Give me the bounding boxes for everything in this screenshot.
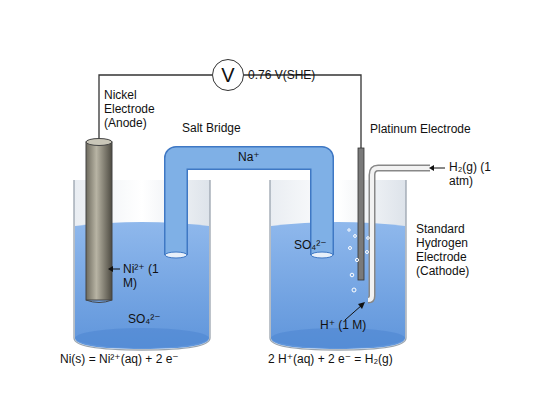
leader (434, 168, 445, 169)
meter-symbol: V (221, 65, 234, 85)
gas-label: H₂(g) (1 atm) (449, 160, 501, 188)
part-name: Nickel Electrode (Anode) (104, 88, 168, 130)
ion-label: SO₄²⁻ (294, 238, 327, 252)
beaker (270, 180, 406, 350)
ion-label: H⁺ (1 M) (320, 318, 366, 332)
ion-label: Ni²⁺ (1 M) (123, 262, 167, 290)
electrode-top (86, 139, 112, 146)
salt-bridge: Salt BridgeNa⁺ (170, 121, 330, 171)
solution (271, 222, 405, 349)
ion-label: Na⁺ (238, 150, 260, 164)
nickel-electrode (86, 142, 112, 300)
ion-label: SO₄²⁻ (128, 312, 161, 326)
arrowhead (429, 165, 434, 171)
part-name: Platinum Electrode (370, 122, 471, 136)
part-name: Salt Bridge (182, 121, 241, 135)
wire (244, 75, 361, 150)
arrowhead (358, 302, 365, 309)
leader (345, 305, 362, 320)
half-reaction: 2 H⁺(aq) + 2 e⁻ = H₂(g) (268, 352, 393, 366)
bridge-end (165, 252, 187, 258)
electrode-bottom (86, 300, 112, 303)
voltmeter-circle: V (212, 59, 244, 91)
bubbles (348, 229, 370, 292)
part-name: Standard Hydrogen Electrode (Cathode) (416, 222, 486, 278)
bridge-end (311, 252, 333, 258)
arrowhead (108, 266, 113, 272)
half-reaction: Ni(s) = Ni²⁺(aq) + 2 e⁻ (60, 352, 179, 366)
beaker-bottom (75, 328, 209, 348)
voltage-reading: 0.76 V(SHE) (248, 68, 315, 82)
leader (113, 269, 120, 270)
